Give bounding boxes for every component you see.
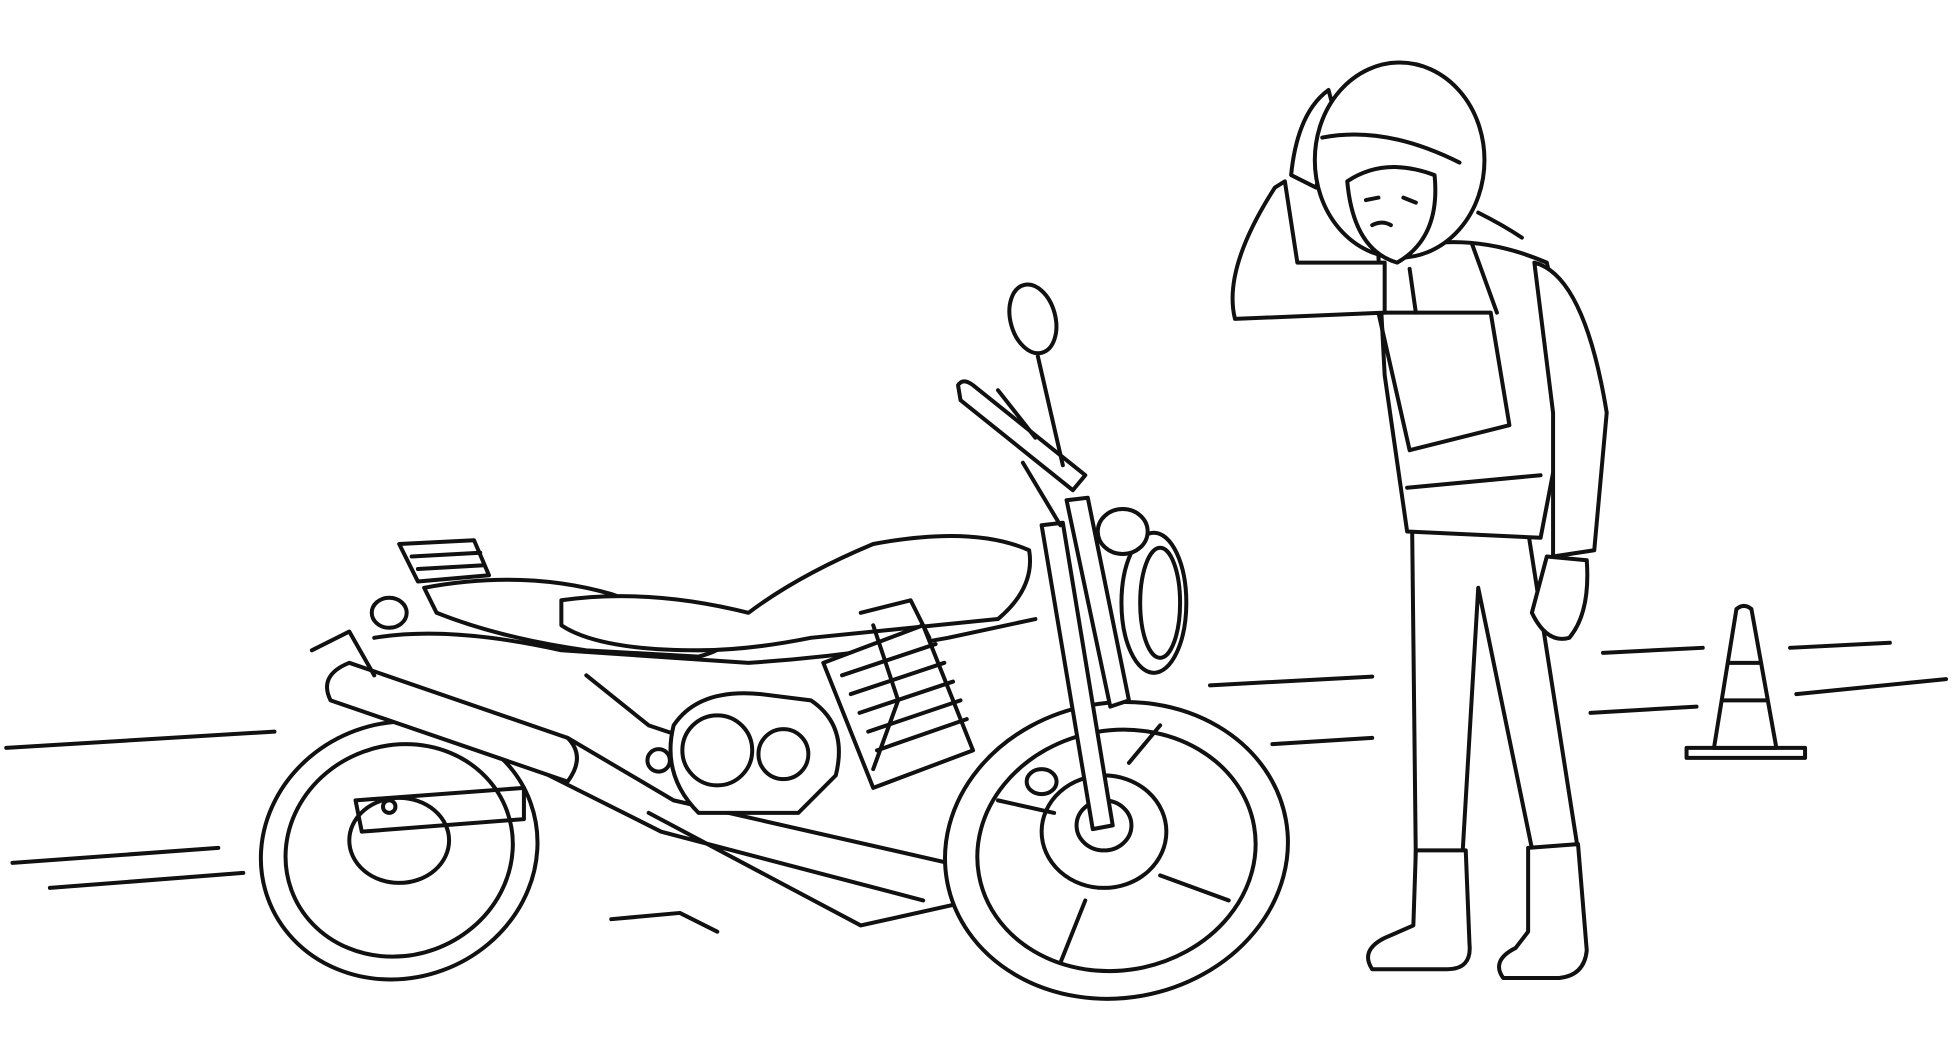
exhaust (309, 629, 976, 928)
front-end (956, 282, 1189, 832)
fallen-motorcycle-icon (258, 282, 1290, 1001)
rider-icon (1230, 60, 1609, 980)
rear-wheel (258, 719, 540, 982)
road-lines (4, 640, 1949, 890)
engine (609, 598, 976, 934)
body (369, 534, 1038, 753)
traffic-cone-icon (1684, 603, 1808, 760)
front-wheel (943, 700, 1290, 1001)
